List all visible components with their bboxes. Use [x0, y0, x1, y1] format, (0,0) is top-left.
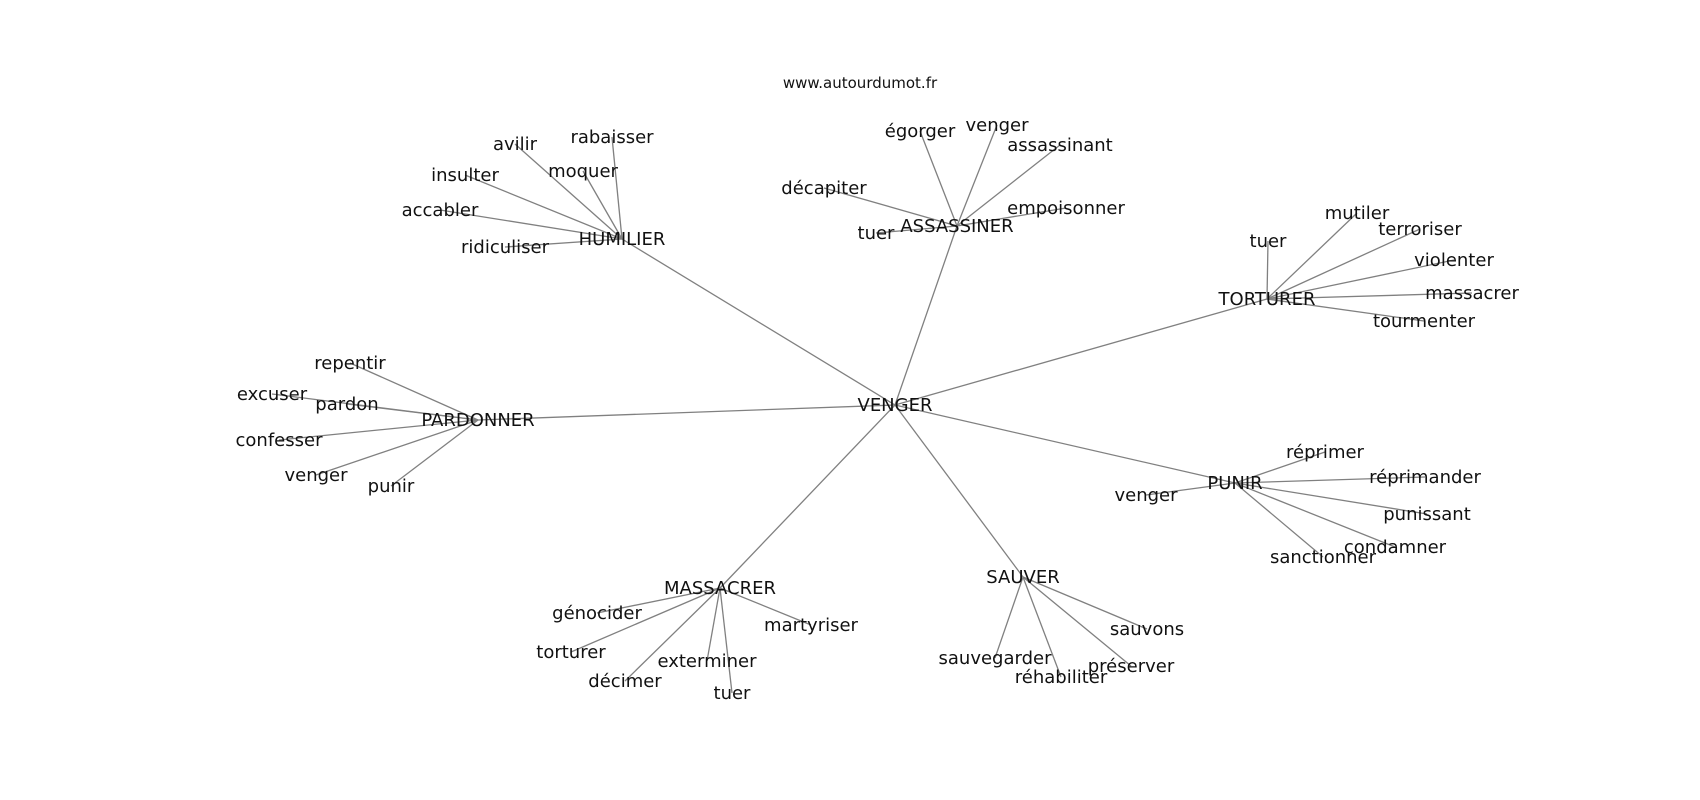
edge-torturer-terroriser	[1266, 228, 1421, 300]
word-sauver-sauvegarder[interactable]: sauvegarder	[939, 648, 1053, 669]
edge-punir-reprimer	[1234, 451, 1326, 484]
word-punir-sanctionner[interactable]: sanctionner	[1270, 547, 1377, 568]
word-torturer-violenter[interactable]: violenter	[1414, 250, 1494, 271]
edge-center-humilier	[621, 238, 896, 406]
edge-pardonner-confesser	[278, 419, 479, 441]
word-pardonner-excuser[interactable]: excuser	[237, 384, 308, 405]
edge-center-assassiner	[894, 225, 958, 406]
nodes: rabaisser avilir moquer insulter accabler rid…	[236, 115, 1520, 704]
hub-pardonner[interactable]: PARDONNER	[421, 410, 534, 431]
edge-massacrer-genocider	[596, 587, 721, 614]
word-assassiner-tuer[interactable]: tuer	[858, 223, 896, 244]
edge-pardonner-repentir	[349, 362, 479, 421]
edge-humilier-ridiculiser	[504, 238, 623, 248]
edge-sauver-sauvons	[1022, 576, 1148, 630]
edge-center-torturer	[894, 298, 1268, 406]
edge-humilier-moquer	[582, 170, 623, 240]
edge-torturer-mutiler	[1266, 212, 1358, 300]
edge-sauver-rehabiliter	[1022, 576, 1062, 678]
word-pardonner-pardon[interactable]: pardon	[315, 394, 378, 415]
edge-massacrer-tuer	[719, 587, 733, 694]
edge-massacrer-martyriser	[719, 587, 812, 626]
edge-massacrer-exterminer	[706, 587, 721, 662]
edge-torturer-tourmenter	[1266, 298, 1425, 322]
word-punir-punissant[interactable]: punissant	[1383, 504, 1471, 525]
word-humilier-rabaisser[interactable]: rabaisser	[570, 127, 654, 148]
word-sauver-rehabiliter[interactable]: réhabiliter	[1015, 667, 1108, 688]
edge-punir-sanctionner	[1234, 482, 1324, 558]
word-pardonner-venger[interactable]: venger	[284, 465, 348, 486]
word-massacrer-tuer[interactable]: tuer	[714, 683, 752, 704]
edge-massacrer-decimer	[624, 587, 721, 682]
edge-center-massacrer	[719, 404, 896, 589]
word-pardonner-confesser[interactable]: confesser	[236, 430, 324, 451]
word-punir-reprimer[interactable]: réprimer	[1286, 442, 1365, 463]
hub-assassiner[interactable]: ASSASSINER	[900, 216, 1013, 237]
edges	[271, 124, 1473, 694]
edge-torturer-tuer	[1266, 240, 1269, 300]
edge-punir-venger	[1145, 482, 1236, 496]
word-assassiner-egorger[interactable]: égorger	[885, 121, 956, 142]
word-torturer-mutiler[interactable]: mutiler	[1325, 203, 1390, 224]
edge-massacrer-torturer	[570, 587, 721, 653]
edge-torturer-massacrer	[1266, 292, 1473, 300]
edge-assassiner-tuer	[875, 225, 958, 234]
hub-massacrer[interactable]: MASSACRER	[664, 578, 776, 599]
edge-humilier-accabler	[439, 209, 623, 240]
word-massacrer-torturer[interactable]: torturer	[536, 642, 606, 663]
edge-punir-condamner	[1234, 482, 1396, 548]
word-punir-condamner[interactable]: condamner	[1344, 537, 1447, 558]
edge-pardonner-venger	[315, 419, 479, 476]
edge-center-pardonner	[477, 404, 896, 421]
edge-pardonner-pardon	[346, 403, 479, 421]
edge-assassiner-assassinant	[956, 144, 1061, 227]
edge-pardonner-punir	[390, 419, 479, 487]
hub-sauver[interactable]: SAUVER	[986, 567, 1059, 588]
word-torturer-tourmenter[interactable]: tourmenter	[1373, 311, 1476, 332]
word-punir-venger[interactable]: venger	[1114, 485, 1178, 506]
word-humilier-ridiculiser[interactable]: ridiculiser	[461, 237, 550, 258]
source-watermark: www.autourdumot.fr	[783, 74, 938, 92]
edge-humilier-rabaisser	[611, 136, 623, 240]
edge-punir-punissant	[1234, 482, 1428, 515]
hub-punir[interactable]: PUNIR	[1207, 473, 1262, 494]
word-torturer-tuer[interactable]: tuer	[1250, 231, 1288, 252]
edge-assassiner-venger	[956, 124, 998, 227]
edge-humilier-avilir	[514, 143, 623, 240]
word-torturer-terroriser[interactable]: terroriser	[1378, 219, 1462, 240]
edge-sauver-preserver	[1022, 576, 1132, 667]
word-assassiner-empoisonner[interactable]: empoisonner	[1007, 198, 1125, 219]
center-word[interactable]: VENGER	[858, 395, 933, 416]
edge-center-punir	[894, 404, 1236, 484]
word-torturer-massacrer[interactable]: massacrer	[1425, 283, 1519, 304]
edge-center-sauver	[894, 404, 1024, 578]
word-massacrer-martyriser[interactable]: martyriser	[764, 615, 859, 636]
edge-punir-reprimander	[1234, 476, 1426, 484]
word-punir-reprimander[interactable]: réprimander	[1369, 467, 1481, 488]
word-massacrer-decimer[interactable]: décimer	[588, 671, 662, 692]
word-massacrer-exterminer[interactable]: exterminer	[657, 651, 757, 672]
word-assassiner-assassinant[interactable]: assassinant	[1007, 135, 1112, 156]
word-humilier-avilir[interactable]: avilir	[493, 134, 538, 155]
word-sauver-preserver[interactable]: préserver	[1088, 656, 1175, 677]
hub-torturer[interactable]: TORTURER	[1218, 289, 1316, 310]
edge-humilier-insulter	[464, 174, 623, 240]
edge-torturer-violenter	[1266, 259, 1455, 300]
word-humilier-insulter[interactable]: insulter	[431, 165, 499, 186]
word-pardonner-repentir[interactable]: repentir	[314, 353, 386, 374]
hub-humilier[interactable]: HUMILIER	[579, 229, 666, 250]
edge-assassiner-egorger	[919, 130, 958, 227]
edge-sauver-sauvegarder	[994, 576, 1024, 659]
word-humilier-accabler[interactable]: accabler	[402, 200, 479, 221]
edge-assassiner-decapiter	[823, 187, 958, 227]
word-assassiner-decapiter[interactable]: décapiter	[781, 178, 867, 199]
word-humilier-moquer[interactable]: moquer	[548, 161, 618, 182]
edge-assassiner-empoisonner	[956, 207, 1067, 227]
word-massacrer-genocider[interactable]: génocider	[552, 603, 642, 624]
word-assassiner-venger[interactable]: venger	[965, 115, 1029, 136]
word-pardonner-punir[interactable]: punir	[368, 476, 415, 497]
word-sauver-sauvons[interactable]: sauvons	[1110, 619, 1184, 640]
